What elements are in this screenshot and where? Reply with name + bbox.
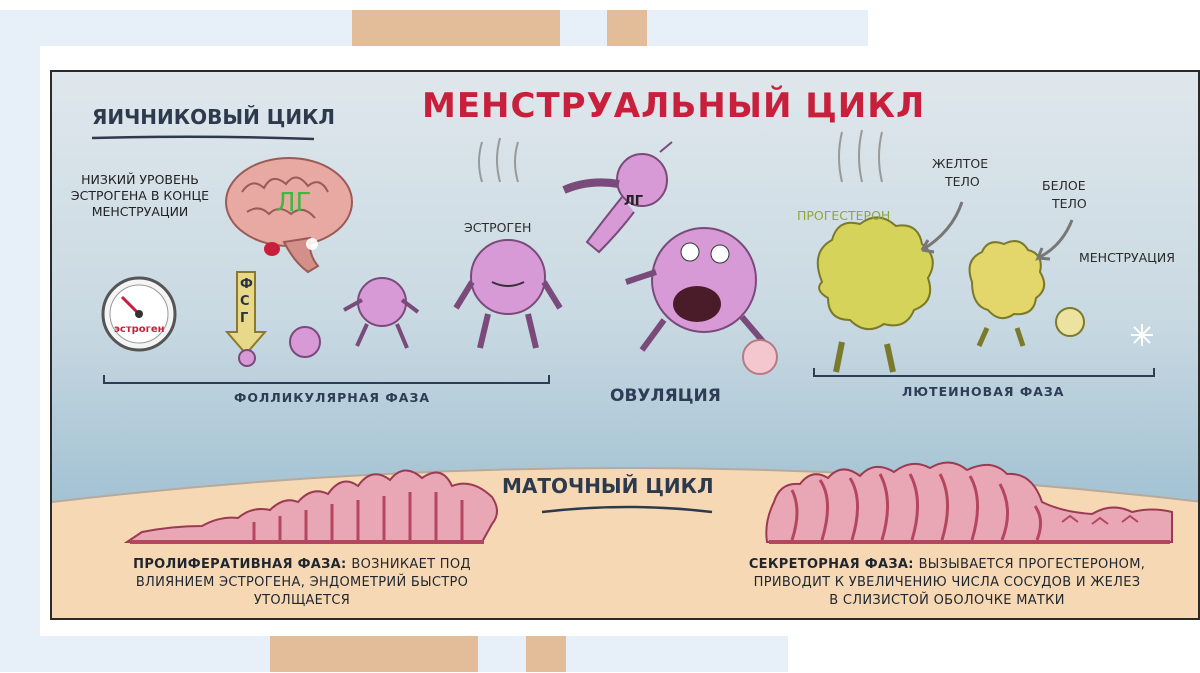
decor-blue-left (0, 10, 40, 660)
luteal-phase-label: ЛЮТЕИНОВАЯ ФАЗА (902, 384, 1064, 399)
menstruation-label: МЕНСТРУАЦИЯ (1079, 250, 1175, 265)
growing-follicle-icon (344, 278, 418, 348)
uterine-cycle-heading: МАТОЧНЫЙ ЦИКЛ (502, 474, 714, 498)
estrogen-gauge-icon (103, 278, 175, 350)
small-follicle-icon (290, 327, 320, 357)
yellow-body-line-1: ЖЕЛТОЕ (932, 156, 988, 171)
white-body-line-1: БЕЛОЕ (1042, 178, 1086, 193)
follicular-phase-label: ФОЛЛИКУЛЯРНАЯ ФАЗА (234, 390, 430, 405)
lh-label: ЛГ (624, 194, 643, 209)
white-body-line-2: ТЕЛО (1052, 196, 1087, 211)
yellow-body-arrow (922, 202, 962, 252)
proliferative-text-3: УТОЛЩАЕТСЯ (254, 593, 350, 608)
secretory-text-2: ПРИВОДИТ К УВЕЛИЧЕНИЮ ЧИСЛА СОСУДОВ И ЖЕ… (754, 575, 1141, 590)
white-body-arrow (1038, 220, 1072, 259)
yellow-body-shrinking-icon (970, 241, 1045, 346)
fsh-letter-3: Г (240, 311, 248, 326)
progesterone-label: ПРОГЕСТЕРОН (797, 208, 890, 223)
proliferative-text-1: ВОЗНИКАЕТ ПОД (351, 557, 470, 572)
ovulating-follicle-icon (626, 228, 766, 350)
secretory-text-3: В СЛИЗИСТОЙ ОБОЛОЧКЕ МАТКИ (829, 593, 1064, 608)
estrogen-label: ЭСТРОГЕН (464, 220, 531, 235)
secretory-text-1: ВЫЗЫВАЕТСЯ ПРОГЕСТЕРОНОМ, (919, 557, 1146, 572)
released-egg-icon (743, 340, 777, 374)
yellow-body-line-2: ТЕЛО (945, 174, 980, 189)
proliferative-title: ПРОЛИФЕРАТИВНАЯ ФАЗА: (133, 557, 346, 572)
estrogen-wave-lines (479, 138, 518, 182)
luteal-bracket (814, 368, 1154, 376)
estrogen-follicle-icon (456, 240, 560, 348)
ovulation-label: ОВУЛЯЦИЯ (610, 386, 721, 406)
decor-orange-bottom-2 (526, 636, 566, 672)
lh-character-icon (564, 142, 672, 252)
proliferative-text-2: ВЛИЯНИЕМ ЭСТРОГЕНА, ЭНДОМЕТРИЙ БЫСТРО (136, 575, 468, 590)
fsh-letter-2: С (240, 294, 250, 309)
fsh-letter-1: Ф (240, 277, 253, 292)
secretory-caption: СЕКРЕТОРНАЯ ФАЗА: ВЫЗЫВАЕТСЯ ПРОГЕСТЕРОН… (702, 556, 1192, 610)
brain-lh-label: ЛГ (276, 188, 311, 218)
decor-orange-top-2 (607, 10, 647, 46)
white-body-icon (1056, 308, 1084, 336)
secretory-title: СЕКРЕТОРНАЯ ФАЗА: (749, 557, 914, 572)
progesterone-wave-lines (839, 130, 882, 182)
corpus-luteum-icon (818, 217, 933, 372)
proliferative-caption: ПРОЛИФЕРАТИВНАЯ ФАЗА: ВОЗНИКАЕТ ПОД ВЛИЯ… (82, 556, 522, 610)
follicular-bracket (104, 375, 549, 383)
sparkle-icon (1131, 324, 1153, 346)
menstrual-cycle-poster: МЕНСТРУАЛЬНЫЙ ЦИКЛ ЯИЧНИКОВЫЙ ЦИКЛ НИЗКИ… (50, 70, 1200, 620)
gauge-label: эстроген (114, 324, 165, 335)
decor-orange-top-1 (352, 10, 560, 46)
tiny-follicle-icon (239, 350, 255, 366)
decor-orange-bottom-1 (270, 636, 478, 672)
